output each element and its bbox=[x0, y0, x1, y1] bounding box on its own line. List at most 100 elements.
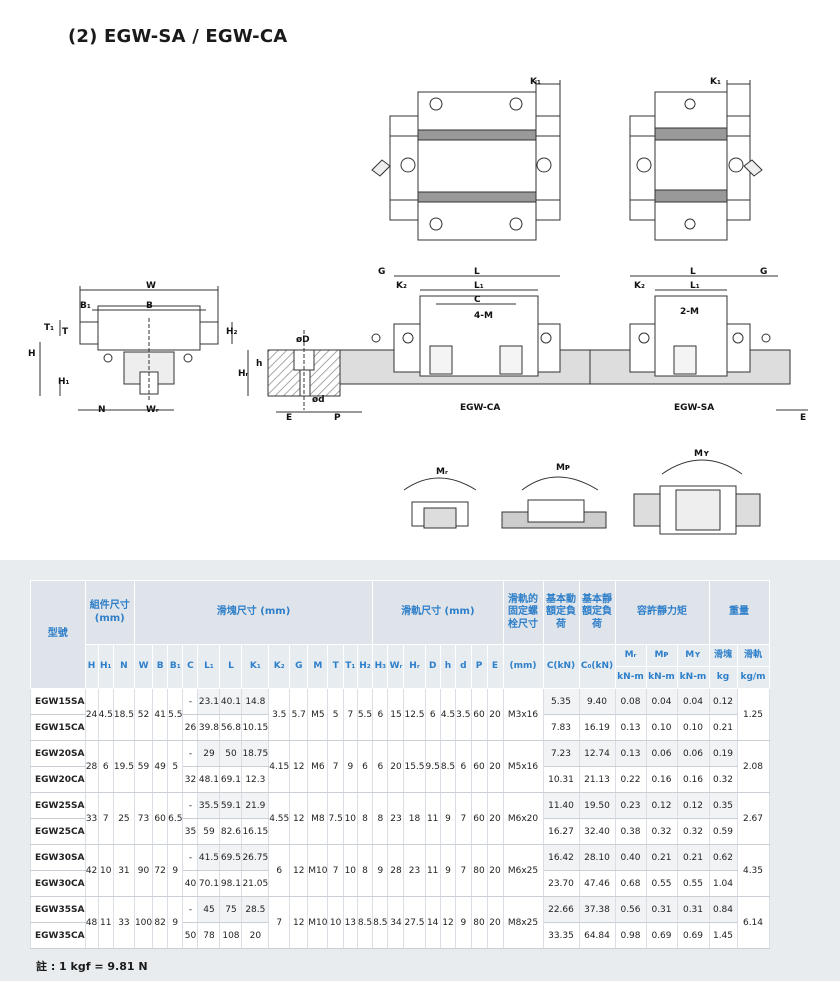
cell: 48.1 bbox=[197, 766, 221, 793]
sub-b1: B₁ bbox=[167, 644, 184, 689]
label-w: W bbox=[146, 281, 156, 291]
cell: 23 bbox=[387, 792, 405, 845]
sub-t1: T₁ bbox=[342, 644, 358, 689]
cell: 21.9 bbox=[241, 792, 270, 819]
cell: 0.21 bbox=[708, 714, 738, 741]
cell: 16.15 bbox=[241, 818, 270, 845]
cell: M5 bbox=[307, 688, 329, 741]
cell: 0.59 bbox=[708, 818, 738, 845]
label-g-right: G bbox=[760, 267, 767, 277]
cell: 34 bbox=[387, 896, 405, 949]
label-l-sa: L bbox=[690, 267, 696, 277]
unit-mr: kN-m bbox=[614, 666, 647, 689]
model-cell: EGW20SA bbox=[30, 740, 86, 767]
sub-w: W bbox=[133, 644, 154, 689]
label-t1: T₁ bbox=[44, 323, 54, 333]
model-cell: EGW35CA bbox=[30, 922, 86, 949]
cell: 69.1 bbox=[219, 766, 243, 793]
cell: 0.68 bbox=[614, 870, 647, 897]
label-4m: 4-M bbox=[474, 311, 493, 321]
cell: 12.5 bbox=[403, 688, 426, 741]
cell: M10 bbox=[307, 844, 329, 897]
sub-g: G bbox=[289, 644, 309, 689]
model-cell: EGW30CA bbox=[30, 870, 86, 897]
cell: 0.69 bbox=[645, 922, 678, 949]
cell: 2.67 bbox=[736, 792, 770, 845]
table-row: EGW15CA 26 39.8 56.8 10.15 7.83 16.19 0.… bbox=[30, 714, 770, 741]
cell: 0.19 bbox=[708, 740, 738, 767]
cell: 0.06 bbox=[676, 740, 710, 767]
label-k2-ca: K₂ bbox=[396, 281, 407, 291]
cell: M3x16 bbox=[502, 688, 544, 741]
cell: 23.1 bbox=[197, 688, 221, 715]
cell: 7.23 bbox=[542, 740, 580, 767]
cell: 5 bbox=[167, 740, 184, 793]
sub-h: H bbox=[84, 644, 99, 689]
cell: 52 bbox=[133, 688, 154, 741]
label-e-right: E bbox=[800, 413, 806, 423]
cell: 5.35 bbox=[542, 688, 580, 715]
cell: 0.31 bbox=[676, 896, 710, 923]
table-row: EGW30SA 42 10 31 90 72 9 - 41.5 69.5 26.… bbox=[30, 844, 770, 897]
table-row: EGW20CA 32 48.1 69.1 12.3 10.31 21.13 0.… bbox=[30, 766, 770, 793]
cell: 80 bbox=[470, 896, 488, 949]
label-k1-sa: K₁ bbox=[710, 77, 721, 87]
cell: 5.7 bbox=[289, 688, 309, 741]
cell: 33 bbox=[84, 792, 99, 845]
cell: 6 bbox=[455, 740, 472, 793]
cell: 69.5 bbox=[219, 844, 243, 871]
sub-l: L bbox=[219, 644, 243, 689]
head-assembly: 組件尺寸 (mm) bbox=[84, 580, 135, 645]
cell: - bbox=[182, 844, 199, 871]
sub-n: N bbox=[112, 644, 135, 689]
cell: 6 bbox=[97, 740, 114, 793]
cell: 0.21 bbox=[645, 844, 678, 871]
cell: 31 bbox=[112, 844, 135, 897]
cell: 32.40 bbox=[578, 818, 616, 845]
cell: 6.5 bbox=[167, 792, 184, 845]
cell: 108 bbox=[219, 922, 243, 949]
cell: 0.21 bbox=[676, 844, 710, 871]
cell: 0.13 bbox=[614, 714, 647, 741]
cell: 23.70 bbox=[542, 870, 580, 897]
cell: 59.1 bbox=[219, 792, 243, 819]
sub-h1: H₁ bbox=[97, 644, 114, 689]
table-row: EGW15SA 24 4.5 18.5 52 41 5.5 - 23.1 40.… bbox=[30, 688, 770, 741]
sub-b: B bbox=[152, 644, 169, 689]
cell: 4.15 bbox=[268, 740, 291, 793]
label-egw-ca: EGW-CA bbox=[460, 403, 500, 413]
cell: 35.5 bbox=[197, 792, 221, 819]
sub-k1: K₁ bbox=[241, 644, 270, 689]
cell: 7.83 bbox=[542, 714, 580, 741]
cell: 70.1 bbox=[197, 870, 221, 897]
cell: 16.27 bbox=[542, 818, 580, 845]
cell: 60 bbox=[470, 688, 488, 741]
cell: - bbox=[182, 896, 199, 923]
cell: 19.5 bbox=[112, 740, 135, 793]
cell: 14.8 bbox=[241, 688, 270, 715]
cell: 0.13 bbox=[614, 740, 647, 767]
head-rail: 滑軌尺寸 (mm) bbox=[372, 580, 504, 645]
cell: 12 bbox=[289, 896, 309, 949]
cell: 0.40 bbox=[614, 844, 647, 871]
cell: 50 bbox=[219, 740, 243, 767]
rail-section bbox=[247, 330, 362, 413]
label-egw-sa: EGW-SA bbox=[674, 403, 714, 413]
sub-l1: L₁ bbox=[197, 644, 221, 689]
cell: M5x16 bbox=[502, 740, 544, 793]
cell: 0.38 bbox=[614, 818, 647, 845]
cell: - bbox=[182, 792, 199, 819]
model-cell: EGW15SA bbox=[30, 688, 86, 715]
head-bolt: 滑軌的固定螺栓尺寸 bbox=[502, 580, 544, 645]
model-cell: EGW25CA bbox=[30, 818, 86, 845]
table-row: EGW30CA 40 70.1 98.1 21.05 23.70 47.46 0… bbox=[30, 870, 770, 897]
sub-e: E bbox=[486, 644, 504, 689]
cell: 22.66 bbox=[542, 896, 580, 923]
cell: 15 bbox=[387, 688, 405, 741]
table-row: EGW25SA 33 7 25 73 60 6.5 - 35.5 59.1 21… bbox=[30, 792, 770, 845]
cell: 28.10 bbox=[578, 844, 616, 871]
cell: 9 bbox=[455, 896, 472, 949]
cell: 64.84 bbox=[578, 922, 616, 949]
label-k2-sa: K₂ bbox=[634, 281, 645, 291]
cell: 20 bbox=[486, 844, 504, 897]
